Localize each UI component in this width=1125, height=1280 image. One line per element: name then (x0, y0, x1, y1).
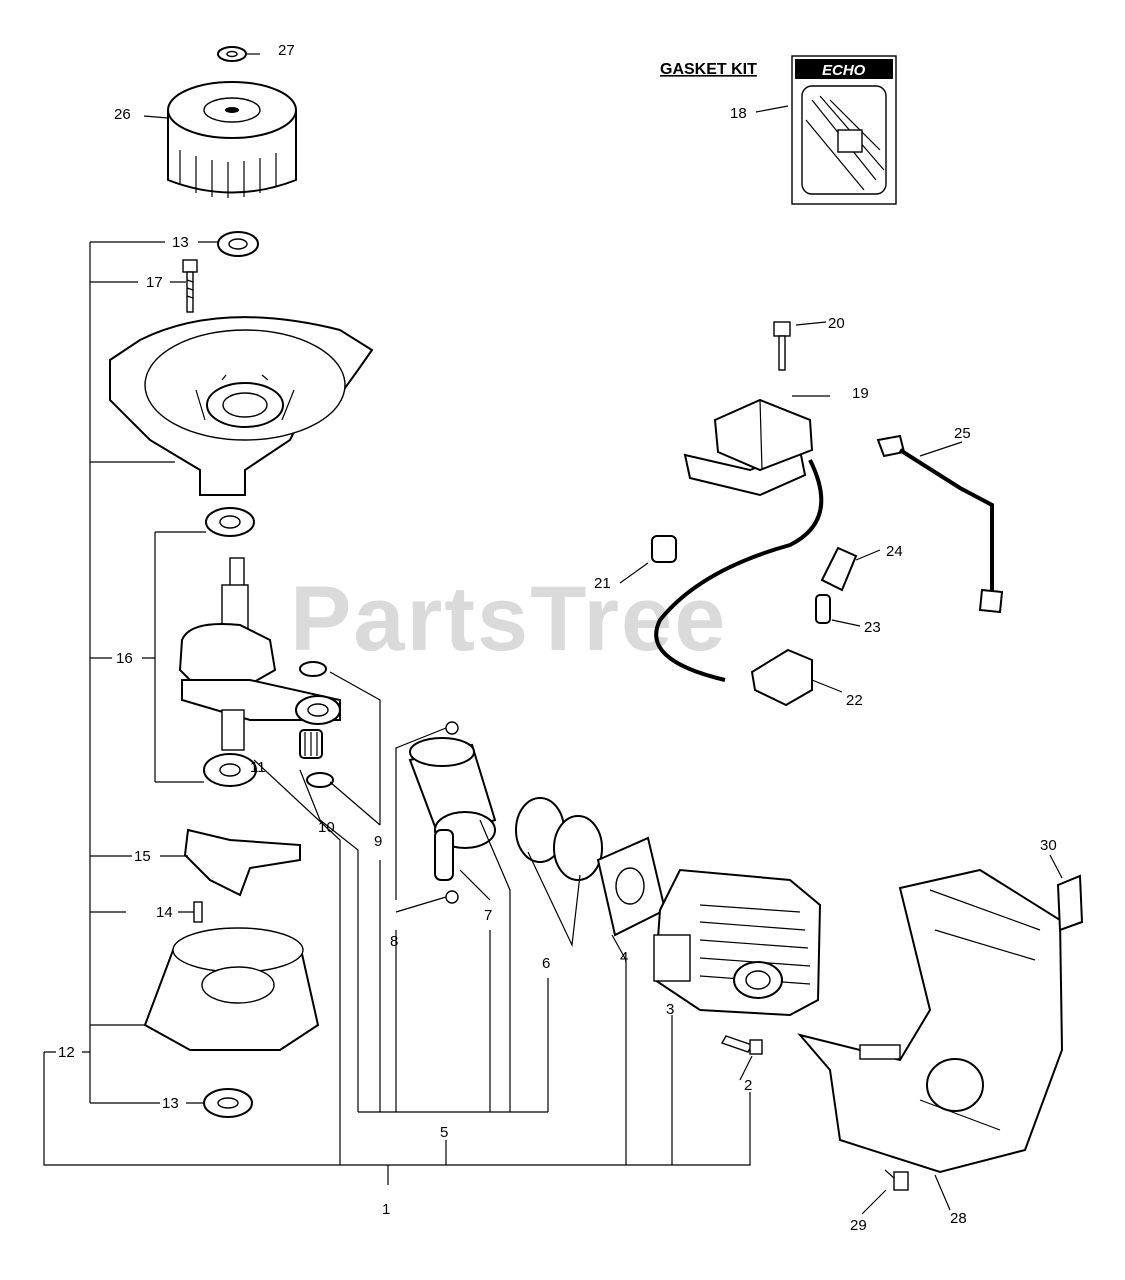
callout-15: 15 (134, 848, 151, 865)
gasket-kit-title: GASKET KIT (660, 61, 757, 78)
callout-23: 23 (864, 619, 881, 636)
callout-12: 12 (58, 1044, 75, 1061)
callout-11: 11 (250, 759, 266, 776)
gasket-15 (183, 828, 301, 897)
callout-26: 26 (114, 106, 131, 123)
callout-25: 25 (954, 425, 971, 442)
brand-logo: ECHO (822, 62, 866, 79)
callout-numbers: 1 2 3 4 5 6 7 8 9 10 11 12 13 13 14 15 1… (58, 42, 1057, 1234)
cylinder-3 (653, 868, 822, 1017)
callout-7: 7 (484, 907, 492, 924)
bolt-20 (773, 321, 791, 371)
callout-13-top: 13 (172, 234, 189, 251)
callout-20: 20 (828, 315, 845, 332)
crankcase-upper (109, 316, 374, 496)
callout-10: 10 (318, 819, 335, 836)
bolt-17 (182, 259, 198, 313)
callout-16: 16 (116, 650, 133, 667)
callout-28: 28 (950, 1210, 967, 1227)
spark-plug-24 (820, 546, 858, 592)
oil-seal-13-top (217, 231, 259, 257)
leader-lines (43, 53, 1063, 1215)
callout-5: 5 (440, 1124, 448, 1141)
piston-ring-6b (553, 815, 603, 881)
callout-6: 6 (542, 955, 550, 972)
callout-22: 22 (846, 692, 863, 709)
grommet-21 (651, 535, 677, 563)
thrust-washer-9-bottom (306, 772, 334, 788)
crankcase-lower (143, 927, 320, 1051)
spark-plug-terminal-23 (815, 594, 831, 624)
oil-seal-13-bottom (203, 1088, 253, 1118)
callout-30: 30 (1040, 837, 1057, 854)
brand-banner (795, 59, 893, 79)
ignition-coil-19 (654, 398, 824, 682)
callout-3: 3 (666, 1001, 674, 1018)
callout-24: 24 (886, 543, 903, 560)
circlip-8-bottom (445, 890, 459, 904)
callout-4: 4 (620, 949, 628, 966)
flywheel-26 (167, 81, 297, 198)
callout-2: 2 (744, 1077, 752, 1094)
callout-17: 17 (146, 274, 163, 291)
crankshaft-16 (178, 507, 341, 787)
piston-pin-7 (434, 829, 454, 881)
screw-29 (893, 1171, 909, 1191)
plug-cap-22 (750, 648, 813, 707)
callout-1: 1 (382, 1201, 390, 1218)
callout-14: 14 (156, 904, 173, 921)
gasket-port (837, 129, 863, 153)
callout-9: 9 (374, 833, 382, 850)
dowel-pin-14 (193, 901, 203, 923)
callout-19: 19 (852, 385, 869, 402)
callout-21: 21 (594, 575, 611, 592)
wire-25 (876, 434, 1004, 614)
callout-13-bottom: 13 (162, 1095, 179, 1112)
watermark: PartsTree (290, 568, 727, 670)
bolt-2 (720, 1035, 754, 1053)
washer-27-hole (226, 50, 238, 58)
callout-8: 8 (390, 933, 398, 950)
label-30 (1056, 874, 1084, 932)
piston (408, 737, 497, 849)
cylinder-cover-28 (797, 868, 1064, 1174)
callout-27: 27 (278, 42, 295, 59)
thrust-washer-9-top (299, 661, 327, 677)
callout-29: 29 (850, 1217, 867, 1234)
circlip-8-top (445, 721, 459, 735)
callout-18: 18 (730, 105, 747, 122)
gasket-kit: GASKET KIT ECHO (660, 55, 897, 205)
